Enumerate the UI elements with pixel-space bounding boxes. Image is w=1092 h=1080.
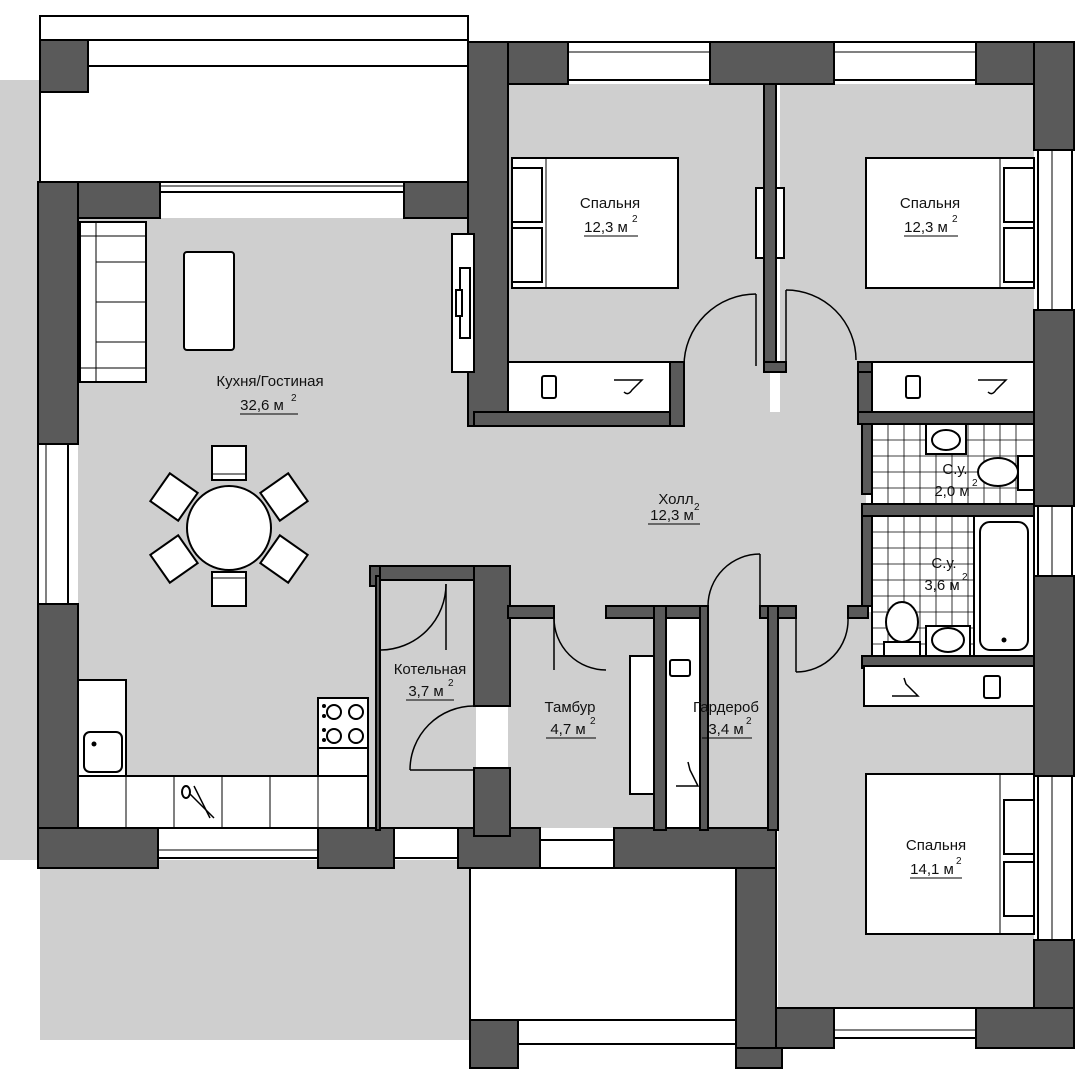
room-area: 3,6 м bbox=[924, 577, 959, 594]
room-area: 3,7 м bbox=[408, 683, 443, 700]
windows bbox=[37, 41, 1073, 1039]
bed-1 bbox=[511, 157, 679, 289]
room-labels: Кухня/Гостиная 32,6 м 2 Спальня 12,3 м 2… bbox=[216, 195, 978, 879]
wardrobe-2 bbox=[871, 361, 1035, 413]
area-unit-sup: 2 bbox=[590, 716, 596, 727]
room-area: 32,6 м bbox=[240, 397, 284, 414]
label-wardrobe: Гардероб 3,4 м 2 bbox=[693, 699, 759, 739]
wardrobe-1 bbox=[507, 361, 671, 413]
label-wc-1: С.у. 2,0 м 2 bbox=[934, 461, 978, 500]
wc2-sink bbox=[925, 625, 971, 657]
room-area: 12,3 м bbox=[650, 507, 694, 524]
wc2-toilet bbox=[883, 601, 921, 657]
label-vestibule: Тамбур 4,7 м 2 bbox=[545, 699, 596, 739]
hanger-icon bbox=[978, 379, 1008, 395]
label-hall: Холл 12,3 м 2 bbox=[648, 491, 700, 525]
room-name: С.у. bbox=[931, 555, 956, 572]
vestibule-bench bbox=[629, 655, 655, 795]
bag-icon bbox=[541, 375, 557, 399]
room-name: Холл bbox=[658, 491, 693, 508]
area-unit-sup: 2 bbox=[632, 214, 638, 225]
label-wc-2: С.у. 3,6 м 2 bbox=[924, 555, 968, 594]
room-name: С.у. bbox=[942, 461, 967, 478]
area-unit-sup: 2 bbox=[746, 716, 752, 727]
cooktop bbox=[322, 704, 364, 744]
area-unit-sup: 2 bbox=[956, 856, 962, 867]
hanger-icon bbox=[614, 379, 644, 395]
room-name: Кухня/Гостиная bbox=[216, 373, 323, 390]
terrace-top bbox=[39, 15, 469, 183]
area-unit-sup: 2 bbox=[291, 393, 297, 404]
wc1-sink bbox=[925, 423, 967, 455]
area-unit-sup: 2 bbox=[694, 502, 700, 513]
kitchen-sink bbox=[83, 731, 123, 773]
sofa bbox=[79, 221, 147, 383]
area-unit-sup: 2 bbox=[962, 572, 968, 583]
utensils-icon bbox=[181, 785, 215, 819]
room-name: Гардероб bbox=[693, 699, 759, 716]
room-area: 12,3 м bbox=[904, 219, 948, 236]
bag-icon bbox=[905, 375, 921, 399]
label-bedroom-2: Спальня 12,3 м 2 bbox=[900, 195, 960, 237]
room-area: 4,7 м bbox=[550, 721, 585, 738]
bag-icon bbox=[983, 675, 1001, 699]
label-bedroom-1: Спальня 12,3 м 2 bbox=[580, 195, 640, 237]
room-area: 2,0 м bbox=[934, 483, 969, 500]
label-bedroom-3: Спальня 14,1 м 2 bbox=[906, 837, 966, 879]
area-unit-sup: 2 bbox=[448, 678, 454, 689]
coffee-table bbox=[183, 251, 235, 351]
room-name: Спальня bbox=[580, 195, 640, 212]
wardrobe-rack bbox=[665, 617, 701, 829]
bedroom-3-wardrobe bbox=[863, 665, 1035, 707]
room-name: Спальня bbox=[906, 837, 966, 854]
label-kitchen-living: Кухня/Гостиная 32,6 м 2 bbox=[216, 373, 324, 415]
room-area: 3,4 м bbox=[708, 721, 743, 738]
area-unit-sup: 2 bbox=[952, 214, 958, 225]
room-name: Котельная bbox=[394, 661, 467, 678]
tv-stand bbox=[451, 233, 475, 373]
room-name: Тамбур bbox=[545, 699, 596, 716]
bathtub bbox=[973, 515, 1035, 657]
room-name: Спальня bbox=[900, 195, 960, 212]
bed-2 bbox=[865, 157, 1035, 289]
hanger-icon bbox=[676, 761, 700, 787]
room-area: 14,1 м bbox=[910, 861, 954, 878]
dining-table bbox=[148, 445, 310, 607]
hanger-icon bbox=[892, 677, 920, 697]
bedroom-1-sliding-door bbox=[755, 187, 785, 259]
wc1-toilet bbox=[977, 455, 1035, 491]
tag-icon bbox=[669, 659, 691, 677]
label-boiler-room: Котельная 3,7 м 2 bbox=[394, 661, 467, 701]
bed-3 bbox=[865, 773, 1035, 935]
area-unit-sup: 2 bbox=[972, 478, 978, 489]
room-area: 12,3 м bbox=[584, 219, 628, 236]
